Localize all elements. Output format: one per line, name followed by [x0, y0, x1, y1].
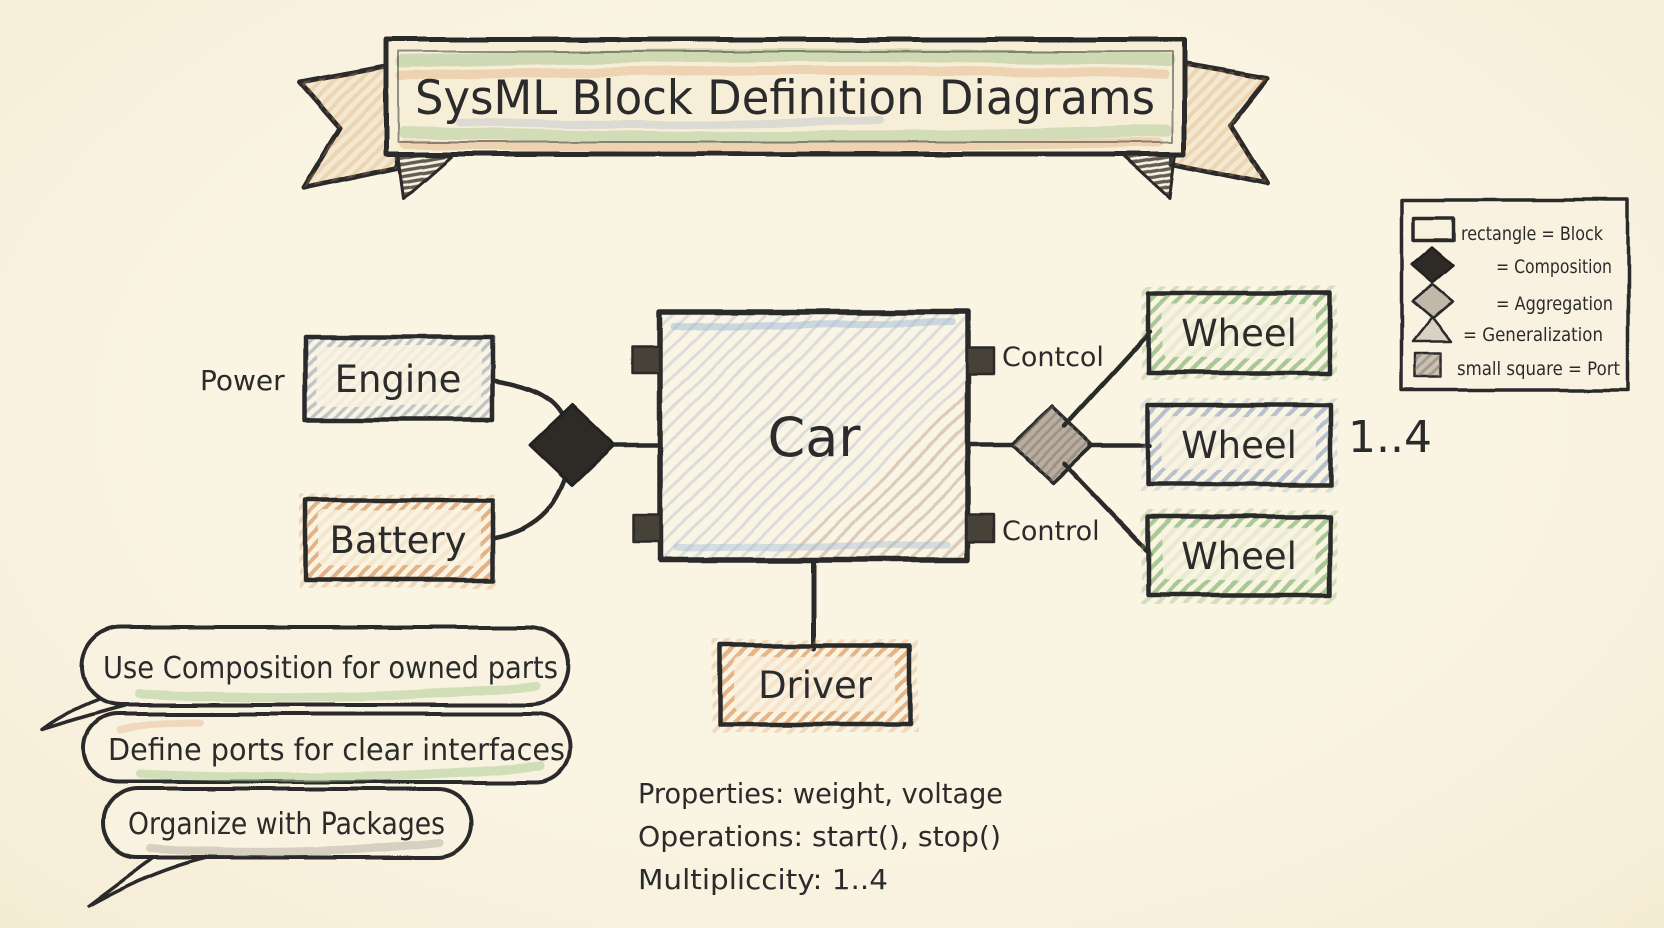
text-layer: SysML Block Definition Diagrams Power En…	[103, 71, 1620, 896]
legend-label-block: rectangle = Block	[1461, 223, 1603, 245]
speech-bubble-3-tail	[86, 850, 214, 908]
aggregation-to-wheel-top-connector	[1061, 329, 1153, 429]
driver-inner-paper	[734, 656, 896, 712]
legend-label-composition: = Composition	[1496, 256, 1612, 278]
legend-rectangle-icon	[1412, 216, 1456, 242]
engine-label: Engine	[335, 358, 462, 401]
wheel-middle-block	[1141, 398, 1337, 492]
driver-block	[712, 639, 918, 733]
wheel-top-label: Wheel	[1181, 312, 1297, 355]
wheel-top-block	[1141, 286, 1337, 380]
note-1-text: Use Composition for owned parts	[103, 651, 558, 686]
battery-label: Battery	[330, 519, 467, 562]
legend-composition-diamond-icon	[1410, 245, 1456, 285]
speech-bubble-1	[40, 625, 570, 732]
legend-port-square-shading	[1416, 354, 1441, 377]
title-banner-ribbon	[297, 37, 1271, 200]
speech-bubble-3	[86, 787, 473, 908]
legend-box	[1400, 198, 1630, 392]
speech-bubble-2	[82, 712, 572, 784]
wheel-middle-label: Wheel	[1181, 424, 1297, 467]
aggregation-to-wheel-bottom-connector	[1061, 461, 1153, 557]
banner-right-tail-shading	[1172, 62, 1268, 184]
battery-inner-paper	[318, 510, 480, 566]
wheel-bottom-block	[1141, 510, 1337, 604]
speech-bubble-2-orange-accent	[116, 718, 204, 734]
legend-generalization-triangle-icon	[1411, 316, 1453, 344]
car-peach-shading	[780, 390, 968, 560]
speech-bubble-2-body	[82, 712, 572, 784]
banner-orange-streak-bottom	[399, 137, 1163, 153]
car-bottom-blue-accent	[672, 541, 952, 552]
note-2-text: Define ports for clear interfaces	[108, 733, 565, 768]
wheel-bottom-inner-paper	[1162, 528, 1316, 580]
car-port-bottom-left	[631, 513, 662, 544]
sketch-layer	[40, 37, 1630, 908]
wheel-bottom-label: Wheel	[1181, 535, 1297, 578]
details-properties: Properties: weight, voltage	[638, 777, 1003, 810]
car-port-top-right	[965, 345, 996, 376]
engine-to-composition-connector	[489, 377, 569, 425]
battery-block	[299, 494, 495, 588]
port-label-bottom: Control	[1002, 516, 1100, 547]
speech-bubble-3-body	[101, 787, 473, 859]
banner-left-fold	[396, 152, 454, 200]
banner-blue-streak	[456, 116, 884, 129]
legend-label-port: small square = Port	[1457, 358, 1620, 380]
banner-green-streak-top	[395, 48, 1175, 69]
car-label: Car	[768, 406, 862, 469]
car-top-blue-accent	[670, 318, 956, 331]
speech-bubble-3-gray-accent	[146, 838, 444, 856]
banner-inner-border	[397, 51, 1173, 143]
composition-diamond	[528, 403, 616, 487]
note-3-text: Organize with Packages	[128, 807, 445, 842]
wheel-top-inner-paper	[1162, 304, 1316, 358]
wheel-middle-inner-paper	[1162, 416, 1316, 470]
battery-to-composition-connector	[489, 467, 571, 541]
banner-green-streak-bottom	[398, 124, 1172, 144]
speech-bubble-1-green-accent	[135, 681, 541, 703]
power-label: Power	[200, 364, 285, 397]
speech-bubble-2-green-accent	[135, 761, 545, 783]
legend-label-aggregation: = Aggregation	[1496, 293, 1613, 315]
banner-left-tail-shading	[300, 64, 398, 188]
aggregation-diamond-shading	[1012, 407, 1092, 483]
port-label-top: Contcol	[1002, 342, 1104, 373]
speech-bubble-1-body	[80, 625, 570, 707]
engine-inner-paper	[316, 346, 481, 406]
car-port-top-left	[631, 345, 662, 376]
driver-label: Driver	[758, 664, 873, 707]
page-title: SysML Block Definition Diagrams	[415, 71, 1155, 126]
details-multiplicity: Multipliccity: 1..4	[638, 863, 888, 896]
banner-right-fold	[1118, 148, 1178, 200]
banner-orange-streak-top	[395, 65, 1169, 81]
details-operations: Operations: start(), stop()	[638, 820, 1001, 853]
car-port-bottom-right	[965, 513, 996, 544]
legend-label-generalization: = Generalization	[1463, 324, 1603, 346]
multiplicity-label: 1..4	[1348, 412, 1432, 463]
